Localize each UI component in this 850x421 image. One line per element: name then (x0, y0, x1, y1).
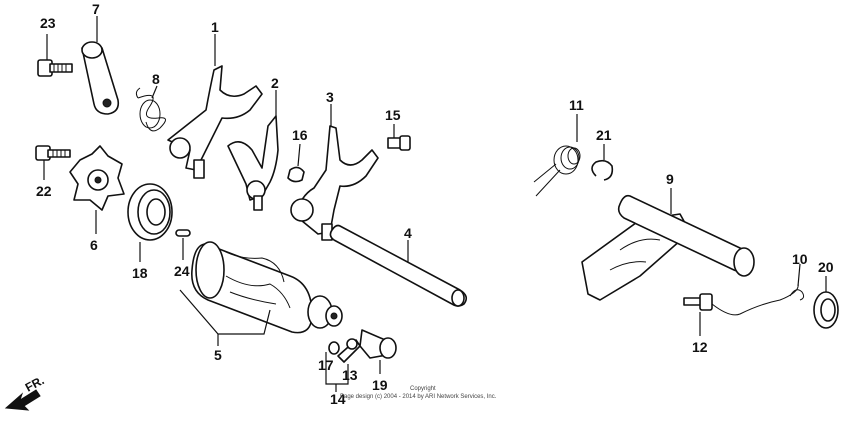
callout-14: 14 (330, 391, 346, 407)
bolt-23 (37, 59, 73, 77)
spring-wire-10 (789, 289, 805, 301)
callout-4: 4 (404, 225, 412, 241)
fork-shaft-4 (329, 224, 468, 307)
callout-21: 21 (596, 127, 612, 143)
callout-6: 6 (90, 237, 98, 253)
callout-16: 16 (292, 127, 308, 143)
collar-19 (359, 329, 397, 359)
callout-8: 8 (152, 71, 160, 87)
callout-24: 24 (174, 263, 190, 279)
circlip-21 (591, 159, 614, 181)
callout-19: 19 (372, 377, 388, 393)
shift-fork-2 (227, 115, 279, 211)
star-plate-6 (69, 145, 125, 211)
copyright-line-2: Page design (c) 2004 - 2014 by ARI Netwo… (340, 394, 497, 400)
callout-5: 5 (214, 347, 222, 363)
callout-2: 2 (271, 75, 279, 91)
copyright-line-1: Copyright (410, 386, 436, 392)
oil-seal-20 (813, 291, 839, 329)
shift-fork-3 (290, 125, 379, 241)
callout-1: 1 (211, 19, 219, 35)
callout-15: 15 (385, 107, 401, 123)
callout-22: 22 (36, 183, 52, 199)
callout-23: 23 (40, 15, 56, 31)
shift-drum-5 (191, 241, 343, 334)
callout-3: 3 (326, 89, 334, 105)
return-spring-11 (533, 145, 581, 197)
bolt-15 (387, 135, 411, 151)
callout-11: 11 (569, 97, 584, 113)
bearing-18 (127, 183, 173, 241)
pin-24 (175, 229, 191, 237)
callout-13: 13 (342, 367, 358, 383)
gearshift-spindle-9 (581, 194, 755, 301)
spring-8 (135, 87, 166, 132)
front-direction-arrow (4, 389, 41, 411)
callout-18: 18 (132, 265, 148, 281)
callout-10: 10 (792, 251, 808, 267)
washer-17 (328, 341, 340, 355)
front-direction-label: FR. (23, 373, 47, 394)
bolt-22 (35, 145, 71, 161)
callout-9: 9 (666, 171, 674, 187)
clip-16 (287, 166, 305, 183)
callout-20: 20 (818, 259, 834, 275)
shift-fork-1 (167, 65, 263, 179)
switch-13 (337, 338, 361, 363)
callout-7: 7 (92, 1, 100, 17)
callout-17: 17 (318, 357, 334, 373)
stopper-arm-7 (81, 41, 120, 115)
bolt-12 (683, 283, 799, 316)
callout-12: 12 (692, 339, 708, 355)
